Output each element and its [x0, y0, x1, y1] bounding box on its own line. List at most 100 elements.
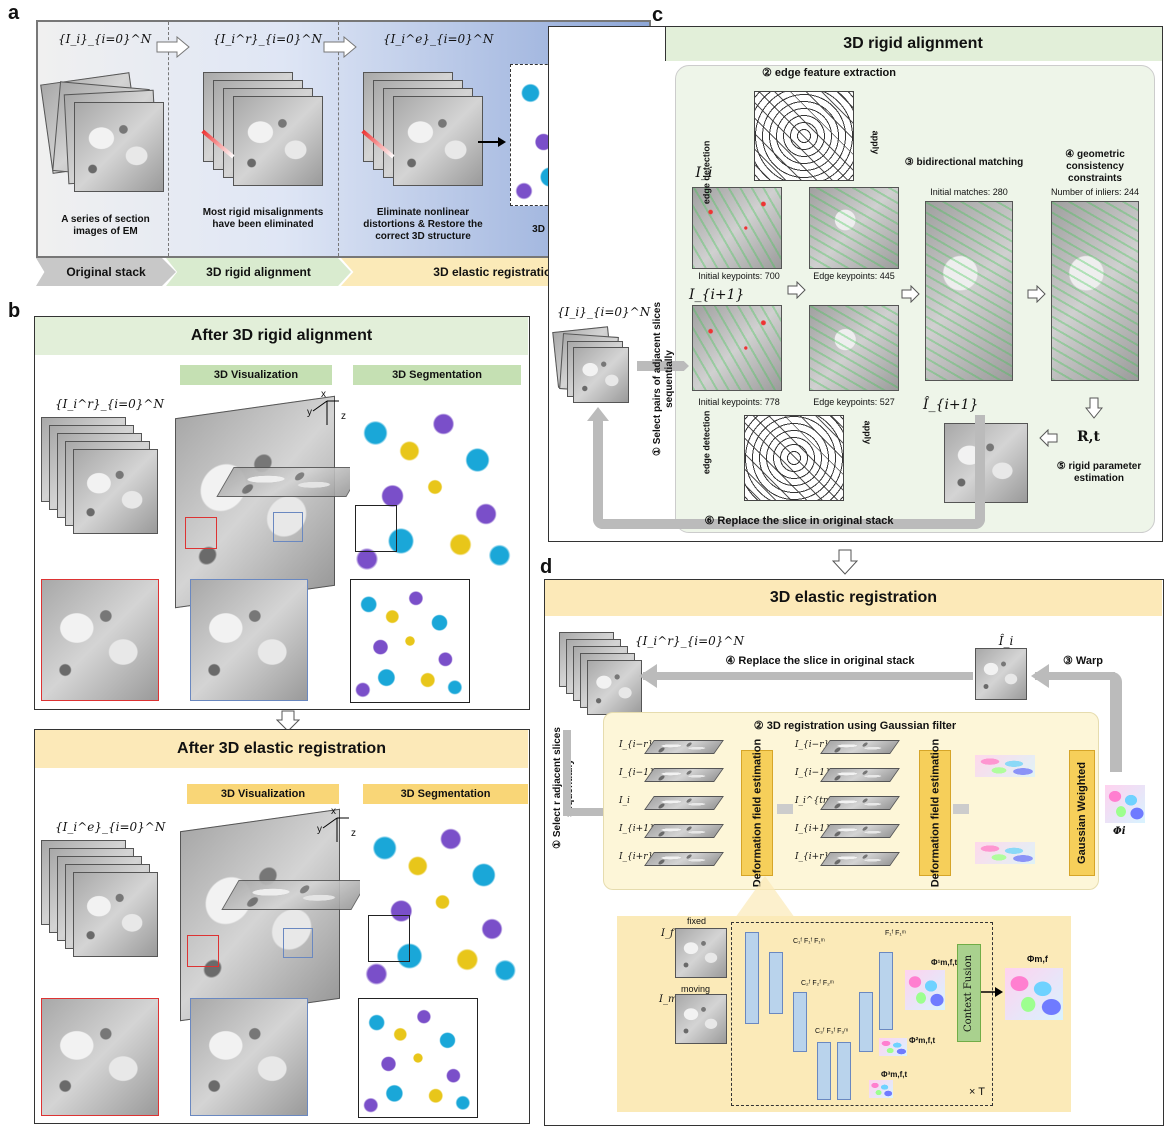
right-arrow-icon — [981, 987, 1003, 997]
set-elastic-b: {I_i^e}_{i=0}^N — [55, 820, 166, 834]
step2-d: ② 3D registration using Gaussian filter — [753, 720, 957, 732]
phi-2-image — [879, 1038, 907, 1056]
left-arrow-icon — [1039, 429, 1058, 447]
slice-plane — [644, 852, 724, 866]
slice-label: I_{i+r} — [619, 852, 654, 862]
times-t-label: × T — [969, 1086, 986, 1098]
phi-1-label: Φ¹m,f,t — [931, 958, 958, 967]
stage-rigid: 3D rigid alignment — [166, 258, 351, 286]
slice-item: I_i^{tmp} — [795, 794, 905, 816]
slice-label: I_{i−1} — [619, 768, 655, 778]
segmentation-view — [360, 812, 525, 992]
step3-sub: Initial matches: 280 — [930, 187, 1008, 197]
right-arrow-icon — [787, 281, 806, 299]
zoom-red-image — [41, 998, 159, 1116]
moving-label: moving — [681, 984, 711, 994]
loop-arrow — [593, 415, 985, 529]
slice-item: I_{i−1} — [619, 766, 729, 788]
zoom-blue-image — [190, 998, 308, 1116]
down-arrow-icon — [276, 710, 300, 732]
slice-item: I_{i+1}^{tmp} — [795, 822, 905, 844]
fixed-image — [675, 928, 727, 978]
tag-visualization: 3D Visualization — [180, 365, 332, 385]
zoom-segmentation-image — [358, 998, 478, 1118]
img-i1-label: I_{i+1} — [689, 287, 745, 303]
kp-top-initial: Initial keypoints: 700 — [698, 271, 780, 281]
panel-c-title: 3D rigid alignment — [843, 35, 983, 52]
deformation-field-box-2: Deformation field estimation — [919, 739, 951, 887]
set-rigid-b: {I_i^r}_{i=0}^N — [55, 397, 164, 411]
set-d: {I_i^r}_{i=0}^N — [635, 634, 744, 648]
tag-visualization: 3D Visualization — [187, 784, 339, 804]
phi-1-image — [905, 970, 945, 1010]
slice-item: I_i — [619, 794, 729, 816]
edge-detection-label: edge detection — [701, 140, 712, 205]
slice-label: I_{i+1} — [619, 824, 655, 834]
moving-image — [675, 994, 727, 1044]
inlier-matches — [1051, 201, 1139, 381]
feat-3: C₃ᶠ F₃ᶠ F₃ᵐ — [815, 1028, 849, 1035]
slice-item: I_{i+1} — [619, 822, 729, 844]
phi-mf-label: Φm,f — [1027, 954, 1048, 964]
img-i-label: I_i — [695, 165, 713, 181]
slice-item: I_{i−r}^{tmp} — [795, 738, 905, 760]
panel-d-label: d — [540, 556, 553, 578]
fixed-label: fixed — [687, 916, 707, 926]
caption-rigid: Most rigid misalignments have been elimi… — [202, 207, 324, 230]
stack-image — [41, 417, 161, 537]
phi-i-image — [1105, 785, 1145, 823]
slice-i-keypoints — [692, 187, 782, 269]
step4-sub: Number of inliers: 244 — [1050, 187, 1140, 197]
left-arrow-icon — [1031, 664, 1049, 688]
edge-map-bottom — [744, 415, 844, 501]
set-original: {I_i}_{i=0}^N — [58, 32, 152, 46]
zoom-blue-image — [190, 579, 308, 701]
set-rigid: {I_i^r}_{i=0}^N — [213, 32, 322, 46]
slice-item: I_{i+r}^{tmp} — [795, 850, 905, 872]
tag-segmentation: 3D Segmentation — [353, 365, 521, 385]
phi-2-label: Φ²m,f,t — [909, 1036, 936, 1045]
axis-icon: x y z — [313, 806, 363, 846]
slice-plane — [820, 852, 900, 866]
context-fusion-box: Context Fusion — [957, 944, 981, 1042]
deformation-field-box-1: Deformation field estimation — [741, 739, 773, 887]
slice-i1-keypoints — [692, 305, 782, 391]
right-arrow-icon — [1027, 285, 1046, 303]
panel-c-label: c — [652, 4, 664, 26]
slice-item: I_{i+r} — [619, 850, 729, 872]
stack-image — [552, 326, 635, 409]
phi-i-label: Φi — [1113, 826, 1126, 837]
segmentation-view — [350, 397, 520, 577]
panel-d: 3D elastic registration {I_i^r}_{i=0}^N … — [544, 579, 1164, 1126]
caption-elastic: Eliminate nonlinear distortions & Restor… — [363, 207, 483, 242]
panel-c: 3D rigid alignment ② edge feature extrac… — [548, 26, 1163, 542]
slice-plane — [644, 824, 724, 838]
stack-image — [41, 840, 161, 960]
transformed-slice — [944, 423, 1028, 503]
kp-bot-initial: Initial keypoints: 778 — [698, 397, 780, 407]
panel-b-rigid: After 3D rigid alignment 3D Visualizatio… — [34, 316, 530, 710]
step2-label: ② edge feature extraction — [762, 67, 896, 79]
slice-plane — [644, 768, 724, 782]
slice-item: I_{i−1}^{tmp} — [795, 766, 905, 788]
deformation-fields-bottom — [975, 842, 1035, 864]
slice-plane — [644, 740, 724, 754]
step6-label: ⑥ Replace the slice in original stack — [704, 515, 894, 527]
panel-b-elastic-title: After 3D elastic registration — [177, 740, 386, 757]
img-ihat-label: Î_{i+1} — [923, 397, 979, 413]
panel-b-rigid-title: After 3D rigid alignment — [190, 327, 373, 344]
slice-label: I_i^{tmp} — [795, 796, 843, 806]
left-arrow-icon — [639, 664, 657, 688]
step3-label: ③ bidirectional matching — [904, 157, 1024, 168]
step3-d: ③ Warp — [1062, 655, 1103, 667]
stage-original: Original stack — [36, 258, 176, 286]
phi-3-image — [869, 1080, 893, 1098]
rigid-stack-image — [201, 72, 333, 197]
if-label: I_f — [661, 928, 674, 939]
slice-plane — [820, 768, 900, 782]
phi-3-label: Φ³m,f,t — [881, 1070, 908, 1079]
step5-label: ⑤ rigid parameter estimation — [1056, 461, 1142, 484]
elastic-stack-image — [361, 72, 493, 197]
right-arrow-icon — [478, 137, 506, 147]
zoom-red-image — [41, 579, 159, 701]
